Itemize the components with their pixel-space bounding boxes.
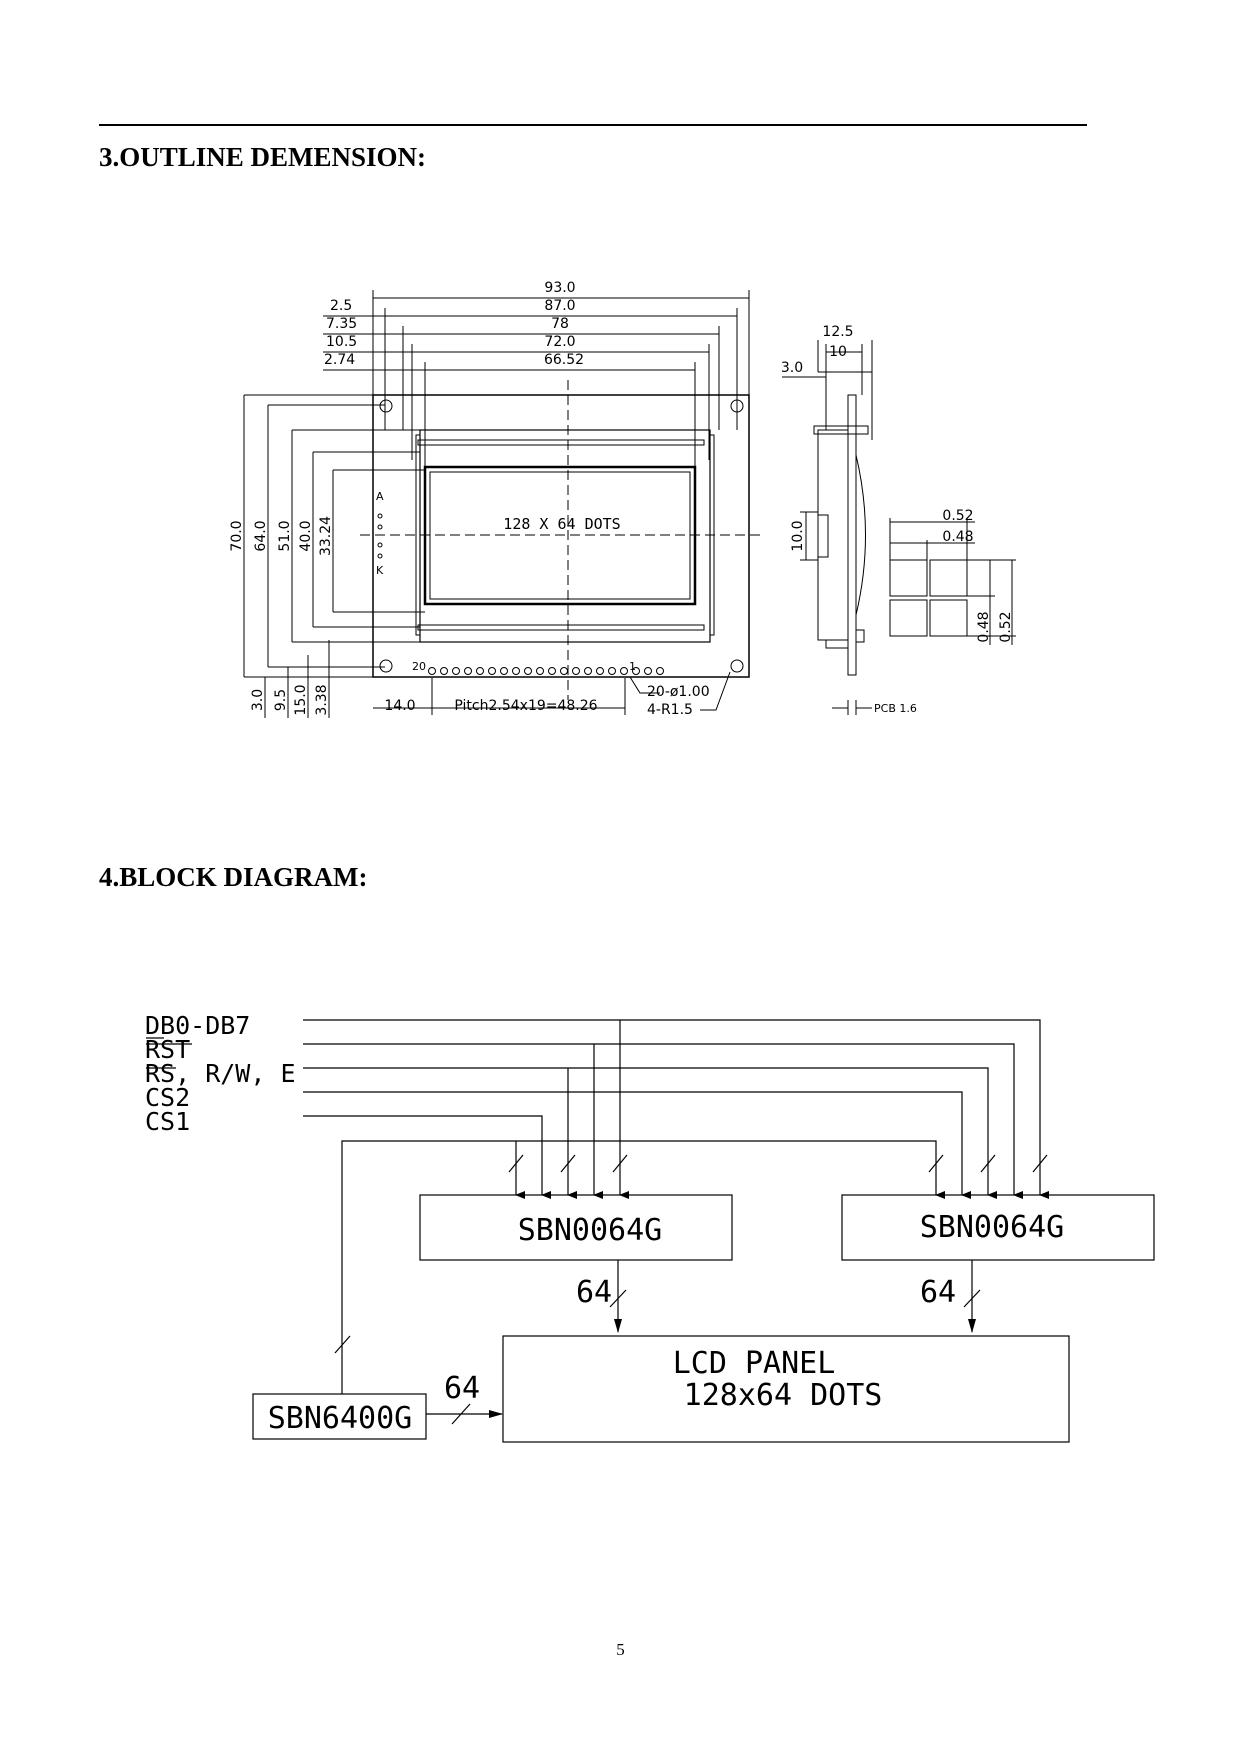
driver-right-label: SBN0064G [920,1210,1065,1245]
dim-15: 15.0 [293,684,309,715]
dot-detail [889,518,1016,645]
bus-width-right: 64 [920,1275,956,1310]
dim-64: 64.0 [253,520,269,551]
dim-78: 78 [551,316,569,332]
top-dimension-lines [323,290,750,470]
signal-cs2: CS2 [145,1083,190,1112]
dim-33: 33.24 [318,516,334,556]
pin-1-label: 1 [629,660,636,673]
signal-labels: DB0-DB7 RST RS, R/W, E CS2 CS1 [145,1011,296,1136]
left-dimension-lines [243,394,425,718]
bus-width-common: 64 [444,1371,480,1406]
outline-section-title: 3.OUTLINE DEMENSION: [99,142,427,172]
led-k-label: K [376,564,384,577]
side-dim-10: 10 [829,344,847,360]
signal-db0-db7: DB0-DB7 [145,1011,250,1040]
dim-72: 72.0 [544,334,575,350]
dim-2-5: 2.5 [330,298,352,314]
pin-20-label: 20 [412,660,426,673]
signal-wires [252,1019,1155,1443]
module-body [360,380,760,715]
block-labels: SBN0064G SBN0064G LCD PANEL 128x64 DOTS … [268,1210,1065,1436]
dot-dim-0-48-h: 0.48 [942,529,973,545]
dot-dim-0-52-h: 0.52 [942,508,973,524]
dim-87: 87.0 [544,298,575,314]
side-dim-3: 3.0 [781,360,803,376]
lcd-panel-line2: 128x64 DOTS [684,1378,883,1413]
dim-10-5: 10.5 [326,334,357,350]
holes-label: 20-ø1.00 [647,684,710,700]
dim-51: 51.0 [277,520,293,551]
side-dim-10-0: 10.0 [790,520,806,551]
page-number: 5 [616,1640,625,1659]
dim-14: 14.0 [384,698,415,714]
dim-3-0: 3.0 [250,689,266,711]
top-rule [99,124,1087,126]
pin-row [428,667,664,675]
dim-3-38: 3.38 [314,684,330,715]
dim-93: 93.0 [544,280,575,296]
signal-cs1: CS1 [145,1107,190,1136]
dot-dim-0-48-v: 0.48 [976,611,992,642]
dim-2-74: 2.74 [324,352,355,368]
side-dim-12-5: 12.5 [822,324,853,340]
pitch-label: Pitch2.54x19=48.26 [454,698,597,714]
dim-7-35: 7.35 [326,316,357,332]
dim-70: 70.0 [229,520,245,551]
driver-left-label: SBN0064G [518,1213,663,1248]
dot-dim-0-52-v: 0.52 [998,611,1014,642]
lcd-panel-line1: LCD PANEL [673,1346,836,1381]
signal-overbars [146,1037,192,1069]
common-driver-label: SBN6400G [268,1401,413,1436]
signal-rs-rw-e: RS, R/W, E [145,1059,296,1088]
led-a-label: A [376,490,384,503]
bus-width-left: 64 [576,1275,612,1310]
lcd-dots-label: 128 X 64 DOTS [503,515,620,533]
dim-9-5: 9.5 [273,689,289,711]
pcb-label: PCB 1.6 [874,702,917,715]
dim-66: 66.52 [544,352,584,368]
side-view [782,340,873,715]
block-section-title: 4.BLOCK DIAGRAM: [99,862,368,892]
signal-rst: RST [145,1035,190,1064]
dim-40: 40.0 [298,520,314,551]
radius-label: 4-R1.5 [647,702,693,718]
